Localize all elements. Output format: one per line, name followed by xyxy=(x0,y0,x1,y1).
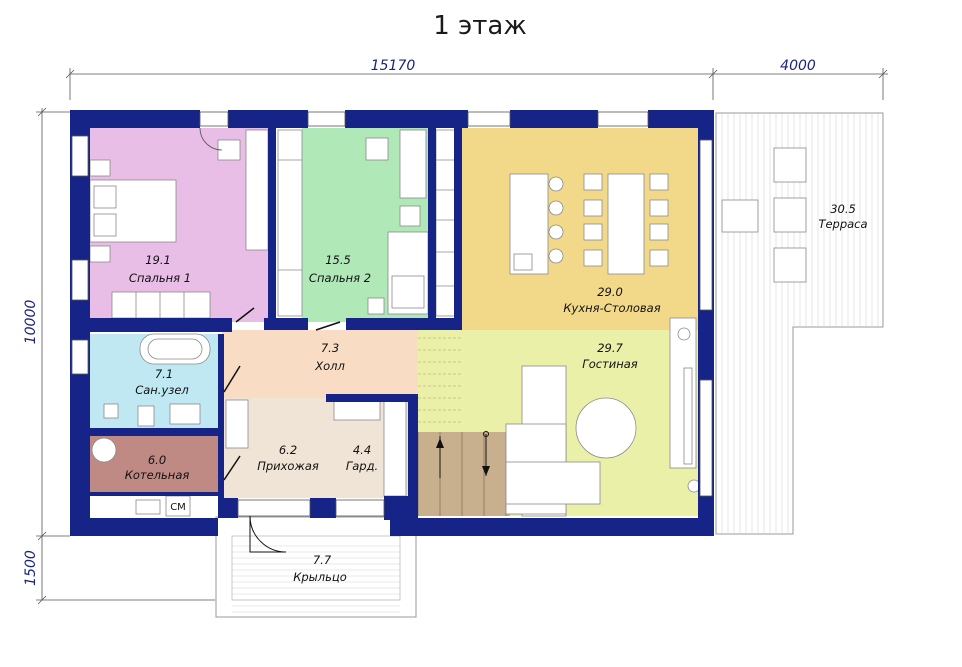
dining-chair xyxy=(649,173,669,191)
dining-chair xyxy=(583,173,603,191)
bar-stool xyxy=(548,224,564,240)
porch-deck xyxy=(231,535,401,601)
bar-stool xyxy=(548,248,564,264)
dining-chair xyxy=(649,249,669,267)
room-name-hall: Холл xyxy=(314,359,345,373)
bathroom-furniture xyxy=(103,333,211,427)
terrace xyxy=(715,112,884,535)
shoe-cabinet xyxy=(225,399,249,449)
windows xyxy=(71,111,713,517)
dimension-height-main: 10000 xyxy=(23,300,39,345)
dining-chair xyxy=(583,249,603,267)
coffee-table xyxy=(575,397,637,459)
room-labels: 19.1 Спальня 1 15.5 Спальня 2 29.0 Кухня… xyxy=(125,202,868,584)
living-furniture xyxy=(505,317,701,517)
dining-chair xyxy=(583,223,603,241)
room-name-boiler: Котельная xyxy=(125,468,190,482)
washer-label: СМ xyxy=(170,502,186,513)
toilet xyxy=(103,403,119,419)
room-name-bedroom2: Спальня 2 xyxy=(309,271,371,285)
dining-chair xyxy=(649,223,669,241)
boiler xyxy=(91,437,117,463)
terrace-table xyxy=(773,197,807,233)
room-name-porch: Крыльцо xyxy=(293,570,347,584)
room-area-boiler: 6.0 xyxy=(148,453,166,467)
porch xyxy=(215,516,417,618)
staircase xyxy=(417,337,510,516)
bar-stool xyxy=(548,176,564,192)
room-area-kitchen: 29.0 xyxy=(597,285,623,299)
room-area-bedroom1: 19.1 xyxy=(145,253,171,267)
room-area-bathroom: 7.1 xyxy=(155,367,173,381)
floor-title: 1 этаж xyxy=(433,11,527,41)
desk xyxy=(399,129,427,199)
room-area-wardrobe: 4.4 xyxy=(353,443,371,457)
desk xyxy=(245,129,269,251)
terrace-chair xyxy=(773,147,807,183)
doors xyxy=(199,127,341,553)
dimension-width-main: 15170 xyxy=(371,58,416,74)
room-area-hall: 7.3 xyxy=(321,341,339,355)
dining-table xyxy=(607,173,645,275)
dimension-width-terrace: 4000 xyxy=(780,58,816,74)
room-name-kitchen: Кухня-Столовая xyxy=(563,301,660,315)
wardrobe-rack xyxy=(383,399,407,497)
wardrobe xyxy=(111,291,211,319)
dining-chair xyxy=(649,199,669,217)
dining-chair xyxy=(583,199,603,217)
room-name-wardrobe: Гард. xyxy=(346,459,378,473)
wardrobe-shelf xyxy=(333,399,381,421)
room-area-terrace: 30.5 xyxy=(830,202,856,216)
closet xyxy=(277,129,303,317)
walls xyxy=(70,110,714,536)
sink xyxy=(513,253,533,271)
room-area-bedroom2: 15.5 xyxy=(325,253,351,267)
room-hall xyxy=(222,330,418,398)
room-area-porch: 7.7 xyxy=(313,553,332,567)
bedroom1-furniture xyxy=(89,129,269,319)
room-name-living: Гостиная xyxy=(582,357,638,371)
room-name-terrace: Терраса xyxy=(818,217,867,231)
room-name-bathroom: Сан.узел xyxy=(135,383,189,397)
dimension-lines xyxy=(36,68,888,605)
dimension-height-porch: 1500 xyxy=(23,550,39,586)
utility-unit xyxy=(135,499,161,515)
chair xyxy=(365,137,389,161)
room-name-entrance: Прихожая xyxy=(257,459,319,473)
terrace-chair xyxy=(721,199,759,233)
terrace-chair xyxy=(773,247,807,283)
sink xyxy=(169,403,201,425)
room-name-bedroom1: Спальня 1 xyxy=(129,271,191,285)
room-area-living: 29.7 xyxy=(597,341,623,355)
bar-stool xyxy=(548,200,564,216)
bedroom2-furniture xyxy=(277,129,429,317)
room-area-entrance: 6.2 xyxy=(279,443,297,457)
boiler-furniture xyxy=(91,437,191,517)
